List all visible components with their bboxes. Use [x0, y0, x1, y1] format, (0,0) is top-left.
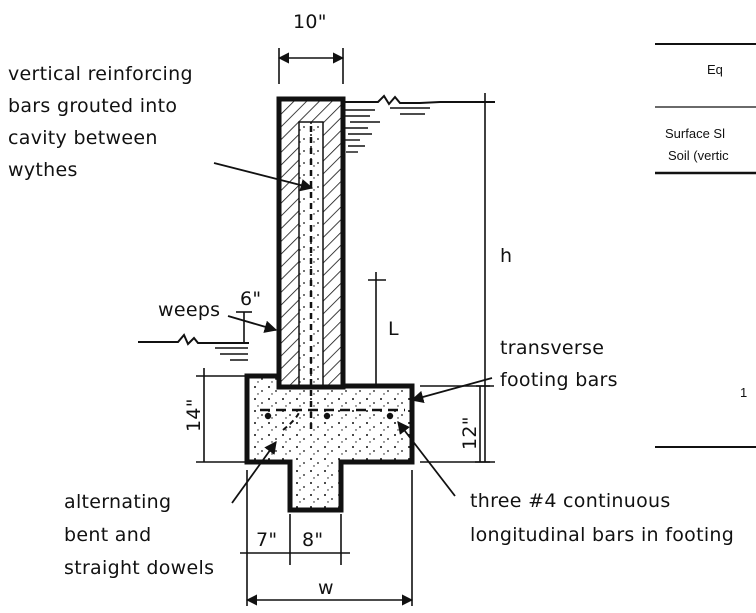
- dimension-labels: 10" 6" h L 14" 12" 7" 8" w: [183, 11, 512, 599]
- dim-7: 7": [256, 529, 277, 551]
- label-transverse-2: footing bars: [500, 369, 618, 391]
- dim-L: L: [388, 318, 399, 340]
- ground-lines: [138, 94, 495, 346]
- label-vertical-bars-2: bars grouted into: [8, 95, 177, 117]
- label-vertical-bars-3: cavity between: [8, 127, 158, 149]
- label-longitudinal-2: longitudinal bars in footing: [470, 524, 734, 546]
- table-row-label-2: Soil (vertic: [668, 148, 729, 163]
- dimension-lines: [196, 48, 495, 606]
- label-dowels-3: straight dowels: [64, 557, 214, 579]
- label-transverse-1: transverse: [500, 337, 604, 359]
- dim-12: 12": [459, 416, 481, 450]
- masonry-wall: [276, 96, 346, 430]
- label-dowels-1: alternating: [64, 491, 171, 513]
- table-header: Eq: [707, 62, 723, 77]
- table-row-label-1: Surface Sl: [665, 126, 725, 141]
- table-value: 1: [740, 385, 747, 400]
- footing: [244, 373, 415, 513]
- label-vertical-bars-4: wythes: [8, 159, 78, 181]
- label-weeps: weeps: [158, 299, 220, 321]
- dim-14: 14": [183, 398, 205, 432]
- label-dowels-2: bent and: [64, 524, 151, 546]
- dim-w: w: [318, 577, 334, 599]
- dim-h: h: [500, 245, 512, 267]
- dim-weep-height: 6": [240, 288, 261, 310]
- label-vertical-bars-1: vertical reinforcing: [8, 63, 193, 85]
- soil-texture: [215, 107, 430, 361]
- leader-lines: [213, 162, 493, 504]
- label-longitudinal-1: three #4 continuous: [470, 490, 671, 512]
- dim-top-width: 10": [293, 11, 327, 33]
- partial-table: Eq Surface Sl Soil (vertic 1: [655, 43, 756, 448]
- annotations: vertical reinforcing bars grouted into c…: [8, 63, 734, 579]
- dim-8: 8": [302, 529, 323, 551]
